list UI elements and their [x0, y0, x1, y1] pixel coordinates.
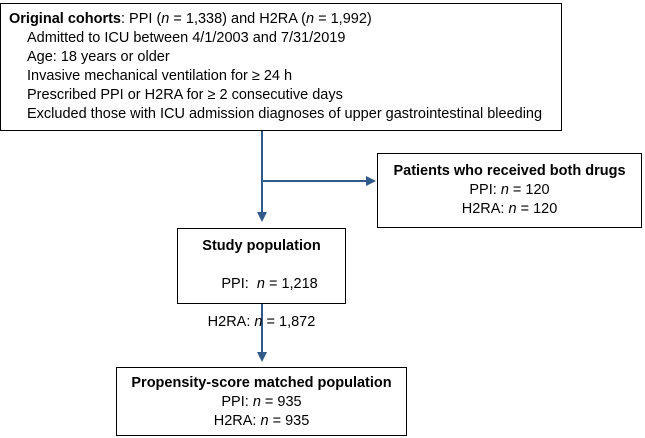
- matched-population-ppi: PPI: n = 935: [221, 394, 302, 410]
- criterion-ventilation: Invasive mechanical ventilation for ≥ 24…: [27, 68, 293, 84]
- criterion-prescription: Prescribed PPI or H2RA for ≥ 2 consecuti…: [27, 87, 343, 103]
- original-cohorts-box: Original cohorts: PPI (n = 1,338) and H2…: [0, 3, 562, 131]
- matched-population-title: Propensity-score matched population: [131, 375, 392, 391]
- study-population-title: Study population: [202, 238, 321, 254]
- criterion-icu-dates: Admitted to ICU between 4/1/2003 and 7/3…: [27, 30, 346, 46]
- matched-population-box: Propensity-score matched population PPI:…: [116, 367, 407, 436]
- both-drugs-title: Patients who received both drugs: [393, 163, 626, 179]
- criterion-exclusion: Excluded those with ICU admission diagno…: [27, 106, 543, 122]
- criterion-age: Age: 18 years or older: [27, 49, 170, 65]
- study-population-box: Study population PPI: n = 1,218 H2RA: n …: [177, 228, 346, 330]
- both-drugs-h2ra: H2RA: n = 120: [461, 201, 558, 217]
- study-population-h2ra: H2RA: n = 1,872: [207, 314, 316, 330]
- original-cohorts-header: Original cohorts: PPI (n = 1,338) and H2…: [9, 11, 372, 27]
- study-population-ppi: PPI: n = 1,218: [221, 276, 318, 292]
- both-drugs-box: Patients who received both drugs PPI: n …: [377, 153, 642, 228]
- both-drugs-ppi: PPI: n = 120: [469, 182, 550, 198]
- original-cohorts-title: Original cohorts: [9, 11, 121, 27]
- matched-population-h2ra: H2RA: n = 935: [213, 413, 310, 429]
